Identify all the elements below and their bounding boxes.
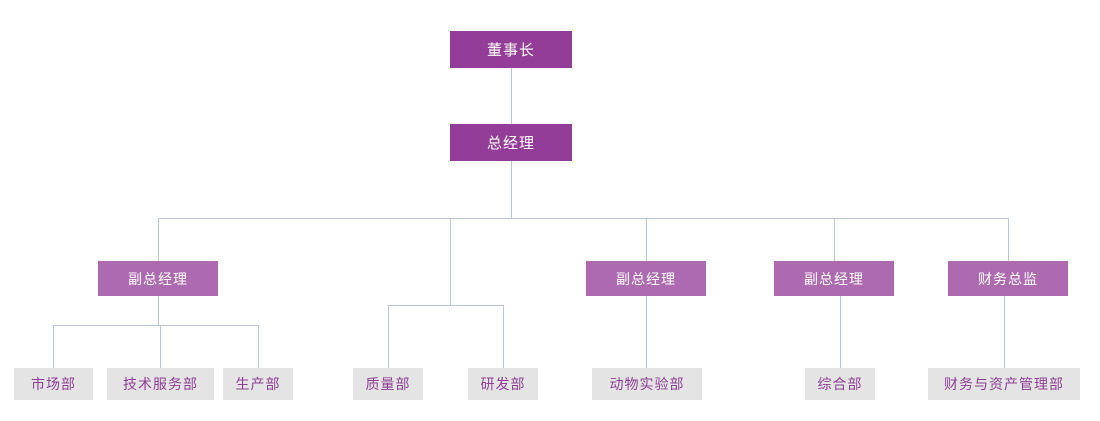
org-node-tech-service[interactable]: 技术服务部: [107, 368, 214, 400]
org-node-marketing[interactable]: 市场部: [14, 368, 93, 400]
org-node-label: 财务总监: [978, 270, 1038, 287]
org-node-rnd[interactable]: 研发部: [468, 368, 538, 400]
org-node-general-admin[interactable]: 综合部: [805, 368, 875, 400]
org-node-label: 研发部: [480, 376, 526, 392]
org-node-label: 生产部: [235, 376, 281, 392]
org-node-label: 综合部: [817, 376, 863, 392]
org-node-vp2[interactable]: 副总经理: [586, 261, 706, 296]
org-node-label: 质量部: [365, 376, 411, 392]
org-node-finance-asset[interactable]: 财务与资产管理部: [928, 368, 1080, 400]
org-node-label: 技术服务部: [123, 376, 198, 392]
org-node-label: 财务与资产管理部: [944, 376, 1064, 392]
org-node-cfo[interactable]: 财务总监: [948, 261, 1068, 296]
org-node-vp3[interactable]: 副总经理: [774, 261, 894, 296]
org-node-quality[interactable]: 质量部: [353, 368, 423, 400]
org-node-chairman[interactable]: 董事长: [450, 31, 572, 68]
org-node-label: 市场部: [31, 376, 76, 392]
org-node-label: 副总经理: [616, 270, 676, 287]
org-node-label: 副总经理: [804, 270, 864, 287]
org-node-animal-lab[interactable]: 动物实验部: [592, 368, 702, 400]
org-node-gm[interactable]: 总经理: [450, 124, 572, 161]
org-node-label: 总经理: [486, 135, 535, 152]
org-node-label: 动物实验部: [609, 376, 685, 392]
org-node-production[interactable]: 生产部: [223, 368, 293, 400]
org-node-label: 副总经理: [128, 270, 188, 287]
org-node-label: 董事长: [486, 42, 535, 59]
org-node-vp1[interactable]: 副总经理: [98, 261, 218, 296]
